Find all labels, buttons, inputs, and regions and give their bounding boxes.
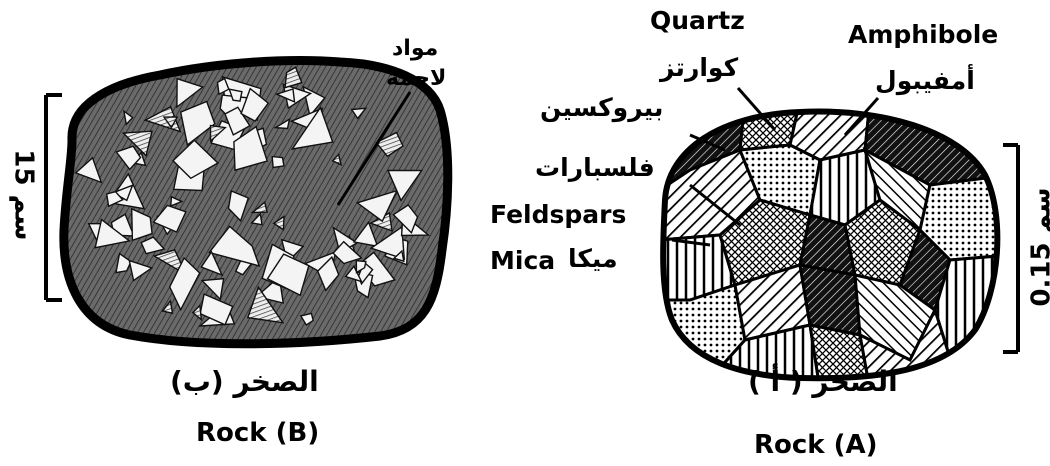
rock-b-cement-label-line1: مواد	[392, 38, 438, 60]
amphibole-label-en: Amphibole	[848, 22, 998, 47]
rock-a-scale-bar	[1003, 145, 1018, 352]
rock-b	[64, 61, 448, 344]
rock-b-caption-ar: الصخر (ب)	[170, 368, 319, 396]
amphibole-label-ar: أمفيبول	[875, 68, 975, 93]
pyroxene-label-ar: بيروكسين	[540, 95, 663, 120]
rock-b-scale-label: 15 سم	[9, 149, 39, 240]
rock-a-caption-ar: الصخر ( أ )	[748, 368, 898, 396]
rock-b-cement-label-line2: لاحمة	[386, 68, 446, 90]
mica-label-en: Mica	[490, 248, 555, 273]
quartz-label-en: Quartz	[650, 8, 745, 33]
rock-b-scale-bar	[46, 95, 62, 300]
rock-a-scale-label: 0.15 سم	[1027, 187, 1050, 306]
rock-b-fragment	[272, 157, 284, 168]
feldspars-label-en: Feldspars	[490, 202, 626, 227]
rock-b-caption-en: Rock (B)	[196, 420, 319, 446]
rock-a-caption-en: Rock (A)	[754, 432, 878, 458]
quartz-label-ar: كوارتز	[660, 55, 738, 80]
mica-label-ar: ميكا	[568, 246, 618, 271]
feldspars-label-ar: فلسبارات	[535, 155, 655, 180]
